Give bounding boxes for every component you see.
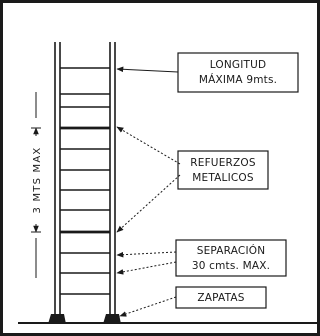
arrow-longitud: [116, 66, 179, 73]
separacion-label-line2: 30 cmts. MAX.: [192, 260, 270, 272]
arrow-separacion-bottom: [116, 261, 177, 275]
refuerzos-label-line2: METALICOS: [192, 172, 254, 184]
arrow-zapatas: [119, 296, 177, 317]
arrow-refuerzos-top: [116, 126, 181, 165]
dimension-marker: [31, 92, 41, 278]
ladder-left-rail: [54, 42, 61, 318]
arrow-separacion-top: [116, 251, 177, 258]
refuerzos-label-line1: REFUERZOS: [190, 157, 256, 169]
arrow-refuerzos-bottom: [116, 174, 181, 233]
ladder: [48, 42, 121, 324]
zapatas-label: ZAPATAS: [197, 292, 244, 304]
dimension-label: 3 MTS MAX: [32, 147, 43, 214]
refuerzos-label-box: [177, 150, 269, 190]
longitud-label-line1: LONGITUD: [210, 59, 267, 71]
separacion-label-line1: SEPARACIÓN: [197, 244, 266, 257]
separacion-label-box: [175, 239, 287, 277]
longitud-label-box: [177, 52, 299, 93]
ladder-right-rail: [109, 42, 116, 318]
leader-arrows: [116, 66, 181, 317]
ladder-feet: [48, 314, 121, 324]
ladder-rungs: [60, 67, 110, 295]
longitud-label-line2: MÁXIMA 9mts.: [199, 73, 277, 86]
